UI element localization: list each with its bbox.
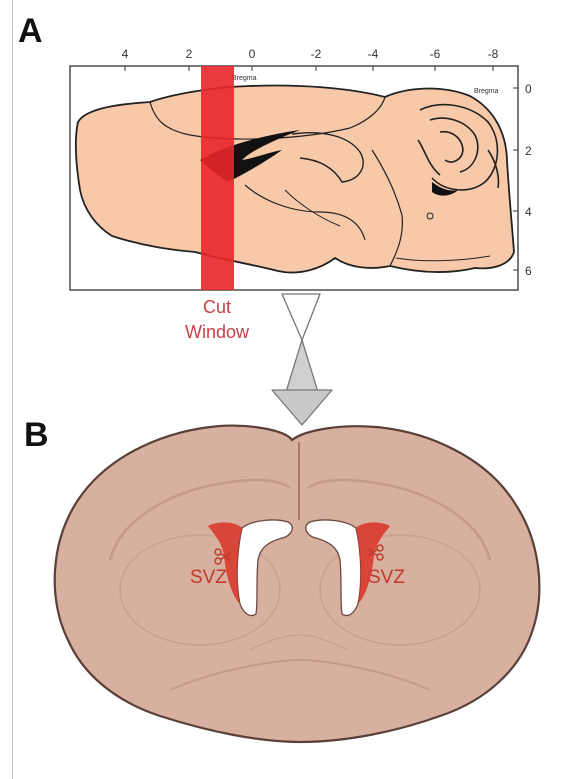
- svz-label-right: SVZ: [368, 567, 405, 588]
- svz-label-left: SVZ: [190, 567, 227, 588]
- coronal-tissue: [55, 426, 540, 742]
